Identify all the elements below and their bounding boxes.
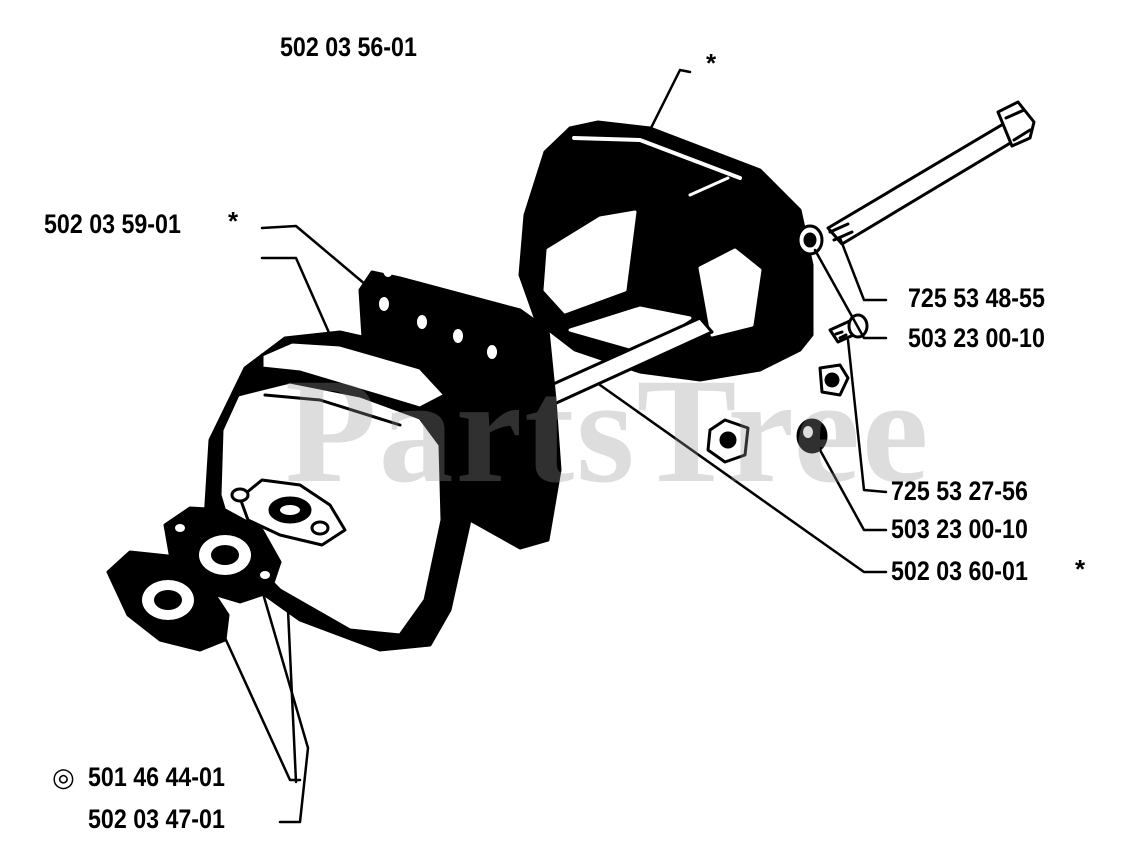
leader-lines: [224, 68, 888, 824]
label-back-plate: 502 03 59-01: [44, 209, 181, 239]
asterisk-back-plate: *: [228, 206, 239, 236]
circle-symbol-icon: ◎: [52, 762, 75, 792]
gasket-outer: [106, 550, 230, 652]
label-gasket-inner: 502 03 47-01: [88, 804, 225, 834]
long-bolt: [826, 100, 1036, 246]
label-muffler-top: 502 03 56-01: [280, 32, 417, 62]
asterisk-muffler-top: *: [706, 48, 717, 78]
label-washer-upper: 503 23 00-10: [908, 323, 1045, 353]
label-washer-lower: 503 23 00-10: [891, 514, 1028, 544]
asterisk-muffler-assembly: *: [1075, 554, 1086, 584]
short-screw: [828, 313, 869, 344]
muffler-upper-housing: [518, 120, 850, 464]
label-muffler-assembly: 502 03 60-01: [891, 556, 1028, 586]
watermark: PartsTree: [285, 348, 931, 514]
washer-upper: [796, 224, 824, 256]
label-long-bolt: 725 53 48-55: [908, 283, 1045, 313]
washer-lower: [796, 418, 828, 454]
label-short-screw: 725 53 27-56: [891, 476, 1028, 506]
label-gasket-outer: 501 46 44-01: [88, 762, 225, 792]
